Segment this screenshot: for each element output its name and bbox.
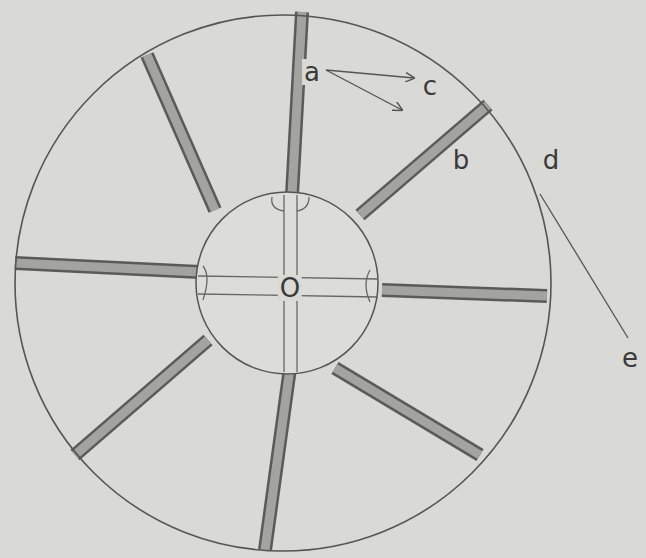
part-letter: O [278,275,302,301]
outer-boundary [15,15,551,551]
central-bands [198,195,378,372]
leader-line [540,194,628,338]
part-letter: e [620,345,640,371]
part-letter: b [451,147,472,173]
part-letter: a [302,59,322,85]
part-letter: d [541,147,562,173]
arrows [326,70,414,110]
central-disc [196,192,378,374]
part-letter: c [421,73,439,99]
